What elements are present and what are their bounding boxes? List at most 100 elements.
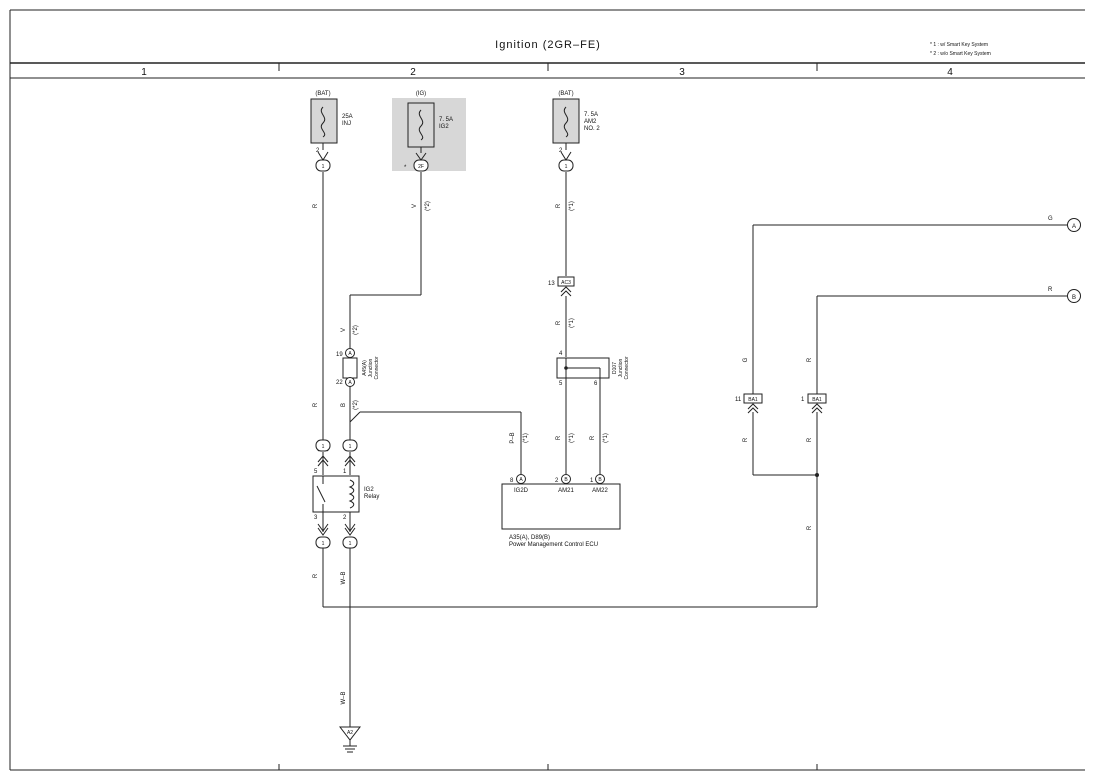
ecu-terminal-am22: AM22	[592, 488, 608, 494]
wire-color-am21: R	[556, 435, 562, 440]
diagram-title: Ignition (2GR–FE)	[495, 39, 601, 51]
wire-color-offpage-b: R	[1048, 287, 1053, 293]
wire-note-v-lower: (*2)	[353, 325, 359, 335]
wire-note-am21: (*1)	[569, 433, 575, 443]
wire-color-am2-mid: R	[556, 320, 562, 325]
junction-a-letter-top: A	[348, 351, 352, 357]
wire-color-inj-top: R	[313, 203, 319, 208]
wire-color-ba1-11: R	[743, 437, 749, 442]
fuse-am2-name: AM2	[584, 119, 597, 125]
junction-connector-d107: 4 5 6 D107 Junction Connector	[556, 351, 630, 387]
column-1: 1	[141, 67, 147, 78]
fuse-ig2-icon	[418, 109, 424, 141]
ba1-1-name: BA1	[812, 397, 822, 403]
ground-icon	[338, 726, 362, 741]
junction-d-pin-left: 5	[559, 381, 563, 387]
wire-color-r-vertical: R	[807, 357, 813, 362]
fuse-inj-icon	[320, 106, 326, 138]
junction-a-pin-bottom: 22	[336, 380, 343, 386]
wire-color-return: R	[807, 525, 813, 530]
ecu-terminal-ig2d: IG2D	[514, 488, 529, 494]
wire-note-b: (*2)	[353, 400, 359, 410]
junction-a-pin-top: 19	[336, 352, 343, 358]
fuse-am2-pin: 2	[559, 148, 563, 154]
note-no-smart-key: * 2 : w/o Smart Key System	[930, 51, 991, 57]
wire-color-ba1-1: R	[807, 437, 813, 442]
junction-d-pin-top: 4	[559, 351, 563, 357]
ecu-pin-ig2d: 8	[510, 478, 514, 484]
wire-color-b: B	[341, 403, 347, 407]
fuse-am2-arrow-icon	[560, 151, 572, 161]
connector-ba1-11: 11 BA1	[735, 393, 763, 414]
wire-color-ig2: V	[412, 204, 418, 208]
ba1-1-arrow-icon	[811, 403, 823, 410]
fuse-am2-source: (BAT)	[558, 91, 573, 97]
ground-name: A2	[347, 730, 353, 736]
column-2: 2	[410, 67, 416, 78]
junction-d-label-1: Junction	[618, 358, 624, 377]
column-3: 3	[679, 67, 685, 78]
fuse-inj-name: INJ	[342, 121, 351, 127]
relay-connector-1: 1	[349, 444, 352, 450]
power-management-ecu: 8 A IG2D 2 B AM21 1 B AM22 A35(A), D89(B…	[501, 474, 621, 548]
fuse-ig2-name: IG2	[439, 124, 449, 130]
junction-connector-a45: 19 A 22 A A45(A) Junction Connector	[336, 348, 380, 387]
splice-node	[815, 473, 819, 477]
relay-pin-3: 3	[314, 515, 318, 521]
relay-coil-icon	[348, 479, 355, 509]
junction-d-label-2: Connector	[624, 356, 630, 379]
fuse-ig2: (IG) 7. 5A IG2 * 2F	[392, 91, 466, 172]
fuse-ig2-connector: 2F	[418, 164, 424, 170]
ba1-11-name: BA1	[748, 397, 758, 403]
fuse-am2-rating: 7. 5A	[584, 112, 598, 118]
fuse-ig2-marker: *	[404, 165, 407, 171]
wire-note-am22: (*1)	[603, 433, 609, 443]
wire-note-am2-top: (*1)	[569, 201, 575, 211]
wire-note-ig2: (*2)	[425, 201, 431, 211]
fuse-ig2-source: (IG)	[416, 91, 426, 97]
offpage-a-letter: A	[1072, 224, 1076, 230]
relay-switch-icon	[316, 485, 326, 503]
wire-color-g-vertical: G	[743, 357, 749, 362]
column-4: 4	[947, 67, 953, 78]
ecu-letter-am22: B	[598, 477, 602, 483]
fuse-am2-name2: NO. 2	[584, 126, 600, 132]
fuse-inj-connector: 1	[322, 164, 325, 170]
relay-pin-2: 2	[343, 515, 347, 521]
fuse-ig2-rating: 7. 5A	[439, 117, 453, 123]
ba1-11-pin: 11	[735, 397, 742, 403]
fuse-inj: (BAT) 25A INJ 2 1	[310, 91, 353, 172]
offpage-b-letter: B	[1072, 295, 1076, 301]
wire-color-wb-upper: W–B	[341, 571, 347, 584]
wire-color-am2-top: R	[556, 203, 562, 208]
connector-ba1-1: 1 BA1	[801, 393, 827, 414]
ecu-code: A35(A), D89(B)	[509, 535, 550, 541]
connector-ac3-name: AC3	[561, 280, 571, 286]
ecu-pin-am22: 1	[590, 478, 594, 484]
relay-connector-2: 1	[349, 541, 352, 547]
wire-color-offpage-a: G	[1048, 216, 1053, 222]
wire-color-am22: R	[590, 435, 596, 440]
wire-color-inj-mid: R	[313, 402, 319, 407]
junction-a-label-1: Junction	[368, 358, 374, 377]
fuse-am2-icon	[563, 106, 569, 138]
wire-color-wb-lower: W–B	[341, 691, 347, 704]
diagram-frame	[9, 9, 1085, 771]
ecu-letter-ig2d: A	[519, 477, 523, 483]
ecu-pin-am21: 2	[555, 478, 559, 484]
ig2-relay: 1 1 5 1 IG2 Relay 3 2 1 1	[312, 439, 379, 549]
ba1-11-arrow-icon	[747, 403, 759, 410]
ecu-terminal-am21: AM21	[558, 488, 574, 494]
fuse-inj-rating: 25A	[342, 114, 353, 120]
offpage-connector-b: B	[1067, 289, 1081, 303]
wire-color-pb: P–B	[510, 432, 516, 443]
wire-note-am2-mid: (*1)	[569, 318, 575, 328]
fuse-inj-source: (BAT)	[315, 91, 330, 97]
junction-a-code: A45(A)	[362, 360, 368, 376]
ecu-letter-am21: B	[564, 477, 568, 483]
ecu-name: Power Management Control ECU	[509, 542, 598, 548]
ground-a2: A2	[338, 726, 362, 753]
wires	[322, 172, 1067, 727]
fuse-am2: (BAT) 7. 5A AM2 NO. 2 2 1	[552, 91, 600, 172]
